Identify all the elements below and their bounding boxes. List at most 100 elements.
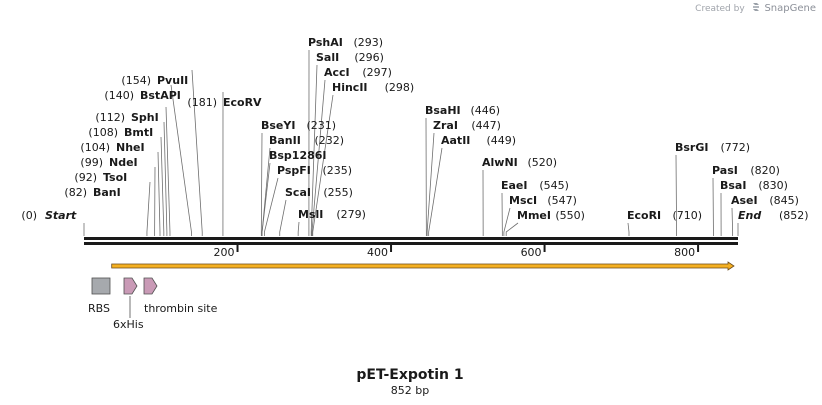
site-label-pshai: PshAI (293) bbox=[308, 36, 383, 49]
site-name: AlwNI bbox=[482, 156, 518, 169]
site-label-bsrgi: BsrGI(772) bbox=[675, 141, 750, 154]
site-name: TsoI bbox=[103, 171, 127, 184]
site-line bbox=[170, 84, 192, 236]
site-label-bsai: BsaI(830) bbox=[720, 179, 788, 192]
site-position: (92) bbox=[74, 171, 97, 184]
feature-arrow bbox=[143, 277, 158, 295]
site-line bbox=[297, 221, 300, 236]
site-label-nhei: (104)NheI bbox=[80, 141, 144, 154]
end-name: End bbox=[738, 209, 761, 222]
site-position: (449) bbox=[487, 134, 517, 147]
site-position: (181) bbox=[187, 96, 217, 109]
site-name: PshAI bbox=[308, 36, 343, 49]
site-position: (112) bbox=[95, 111, 125, 124]
sequence-length: 852 bp bbox=[391, 384, 429, 397]
feature-box bbox=[91, 277, 111, 295]
site-label-acci: AccI(297) bbox=[324, 66, 392, 79]
site-label-alwni: AlwNI(520) bbox=[482, 156, 557, 169]
site-name: PvuII bbox=[157, 74, 188, 87]
site-line bbox=[261, 162, 271, 236]
site-line bbox=[279, 199, 287, 236]
end-label: End(852) bbox=[738, 209, 809, 222]
site-label-banii: BanII(232) bbox=[269, 134, 344, 147]
site-line bbox=[675, 154, 677, 236]
site-line bbox=[312, 94, 334, 236]
site-position: (232) bbox=[315, 134, 345, 147]
site-name: PspFI bbox=[277, 164, 311, 177]
start-label: (0) Start bbox=[21, 209, 77, 222]
site-label-msli: MslI(279) bbox=[298, 208, 366, 221]
site-line bbox=[428, 147, 443, 236]
site-position: (108) bbox=[88, 126, 118, 139]
site-label-tsoi: (92) TsoI bbox=[74, 171, 127, 184]
site-line-group bbox=[83, 49, 739, 236]
site-line bbox=[426, 132, 435, 236]
site-label-bstapi: (140)BstAPI bbox=[104, 89, 180, 102]
site-line bbox=[165, 106, 171, 236]
site-line bbox=[310, 64, 318, 236]
site-label-ecorv: (181) EcoRV bbox=[187, 96, 262, 109]
site-line bbox=[311, 79, 326, 236]
site-line bbox=[160, 136, 165, 236]
site-label-scai: ScaI(255) bbox=[285, 186, 353, 199]
site-label-pspfi: PspFI(235) bbox=[277, 164, 352, 177]
site-position: (298) bbox=[385, 81, 415, 94]
site-label-sali: SalI(296) bbox=[316, 51, 384, 64]
site-position: (820) bbox=[750, 164, 780, 177]
credit-brand: SnapGene bbox=[764, 3, 816, 14]
site-label-ndei: (99)NdeI bbox=[80, 156, 137, 169]
site-position: (99) bbox=[80, 156, 103, 169]
site-position: (293) bbox=[354, 36, 384, 49]
site-label-bsp1286i: Bsp1286I bbox=[269, 149, 327, 162]
site-line bbox=[157, 151, 161, 236]
site-position: (231) bbox=[307, 119, 337, 132]
feature-label: RBS bbox=[88, 302, 110, 315]
site-label-eaei: EaeI(545) bbox=[501, 179, 569, 192]
site-name: EcoRV bbox=[223, 96, 262, 109]
feature-thrombin-site: thrombin site bbox=[143, 277, 218, 315]
orf-arrow bbox=[111, 261, 735, 271]
feature-arrow bbox=[123, 277, 138, 295]
start-name: Start bbox=[45, 209, 77, 222]
site-label-bsahi: BsaHI(446) bbox=[425, 104, 500, 117]
site-position: (547) bbox=[547, 194, 577, 207]
site-line bbox=[505, 222, 519, 236]
feature-label: 6xHis bbox=[113, 318, 144, 331]
site-name: ZraI bbox=[433, 119, 458, 132]
site-line bbox=[191, 69, 203, 236]
site-position: (447) bbox=[471, 119, 501, 132]
ruler-tick-label: 200 bbox=[214, 246, 235, 259]
site-label-pvuii: (154) PvuII bbox=[121, 74, 188, 87]
orf-arrow-group bbox=[111, 261, 735, 271]
site-name: MmeI bbox=[517, 209, 551, 222]
site-line bbox=[263, 177, 279, 236]
site-label-bmti: (108) BmtI bbox=[88, 126, 153, 139]
site-name: NheI bbox=[116, 141, 145, 154]
site-label-pasi: PasI (820) bbox=[712, 164, 780, 177]
site-name: BstAPI bbox=[140, 89, 181, 102]
site-label-zrai: ZraI (447) bbox=[433, 119, 501, 132]
site-name: BsrGI bbox=[675, 141, 708, 154]
backbone-bottom-strand bbox=[84, 242, 738, 245]
site-label-hincii: HincII (298) bbox=[332, 81, 414, 94]
site-label-asei: AseI(845) bbox=[731, 194, 799, 207]
site-position: (710) bbox=[673, 209, 703, 222]
feature-rbs: RBS bbox=[88, 277, 111, 315]
site-name: SalI bbox=[316, 51, 339, 64]
site-name: SphI bbox=[131, 111, 159, 124]
site-name: HincII bbox=[332, 81, 368, 94]
site-name: BanI bbox=[93, 186, 121, 199]
site-position: (154) bbox=[121, 74, 151, 87]
site-name: BmtI bbox=[124, 126, 153, 139]
site-line bbox=[260, 132, 263, 236]
feature-6xhis: 6xHis bbox=[113, 277, 144, 331]
site-position: (82) bbox=[64, 186, 87, 199]
backbone-top-strand bbox=[84, 237, 738, 240]
site-label-mmei: MmeI(550) bbox=[517, 209, 585, 222]
site-position: (279) bbox=[336, 208, 366, 221]
site-position: (545) bbox=[539, 179, 569, 192]
site-name: PasI bbox=[712, 164, 738, 177]
start-position: (0) bbox=[21, 209, 37, 222]
site-name: BsaHI bbox=[425, 104, 461, 117]
site-name: EcoRI bbox=[627, 209, 661, 222]
